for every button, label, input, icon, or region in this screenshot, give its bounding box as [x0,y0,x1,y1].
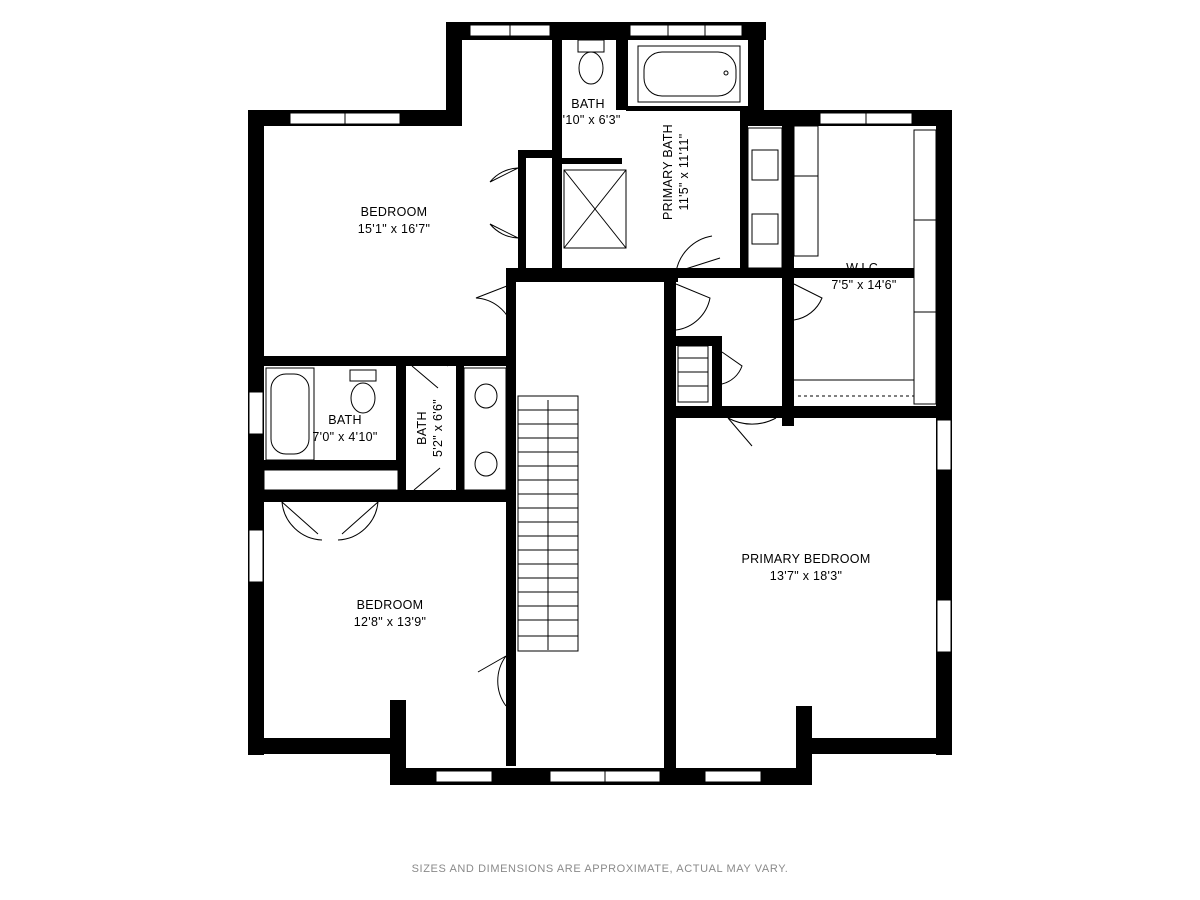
wic-name: W.I.C. [846,261,882,275]
stairs [517,395,579,652]
bedroom-2-name: BEDROOM [357,598,424,612]
bathtub-primary-bath [637,45,741,103]
room-bedroom-2: BEDROOM 12'8" x 13'9" [354,598,426,629]
bath-small-dims: 5'2" x 6'6" [431,399,445,457]
interior-walls [264,30,952,768]
windows [248,24,952,783]
doors [281,167,823,707]
wic-dims: 7'5" x 14'6" [831,278,896,292]
shower-top-bath [563,169,627,249]
room-bath-top: BATH 2'10" x 6'3" [555,97,620,127]
primary-bedroom-name: PRIMARY BEDROOM [741,552,870,566]
bathtub-left-bath [265,367,315,461]
closet-left [263,469,399,491]
bath-top-dims: 2'10" x 6'3" [555,113,620,127]
room-wic: W.I.C. 7'5" x 14'6" [831,261,896,292]
disclaimer-text: SIZES AND DIMENSIONS ARE APPROXIMATE, AC… [412,863,789,875]
primary-bedroom-dims: 13'7" x 18'3" [770,569,842,583]
room-bedroom-1: BEDROOM 15'1" x 16'7" [358,205,430,236]
double-vanity-primary-bath [747,127,783,269]
room-primary-bath: PRIMARY BATH 11'5" x 11'11" [661,124,691,220]
linen-cabinet [677,345,709,403]
room-bath-left: BATH 7'0" x 4'10" [312,413,377,444]
bath-left-name: BATH [328,413,362,427]
wic-shelving [793,125,937,405]
toilet-top-bath [577,39,605,85]
bath-left-dims: 7'0" x 4'10" [312,430,377,444]
bedroom-1-dims: 15'1" x 16'7" [358,222,430,236]
room-bath-small: BATH 5'2" x 6'6" [415,399,445,457]
bedroom-1-name: BEDROOM [361,205,428,219]
bath-small-name: BATH [415,411,429,445]
primary-bath-name: PRIMARY BATH [661,124,675,220]
primary-bath-dims: 11'5" x 11'11" [677,134,691,211]
bedroom-2-dims: 12'8" x 13'9" [354,615,426,629]
toilet-left-bath [349,369,377,414]
room-primary-bedroom: PRIMARY BEDROOM 13'7" x 18'3" [741,552,870,583]
bath-top-name: BATH [571,97,605,111]
vanity-small-bath [463,367,507,491]
